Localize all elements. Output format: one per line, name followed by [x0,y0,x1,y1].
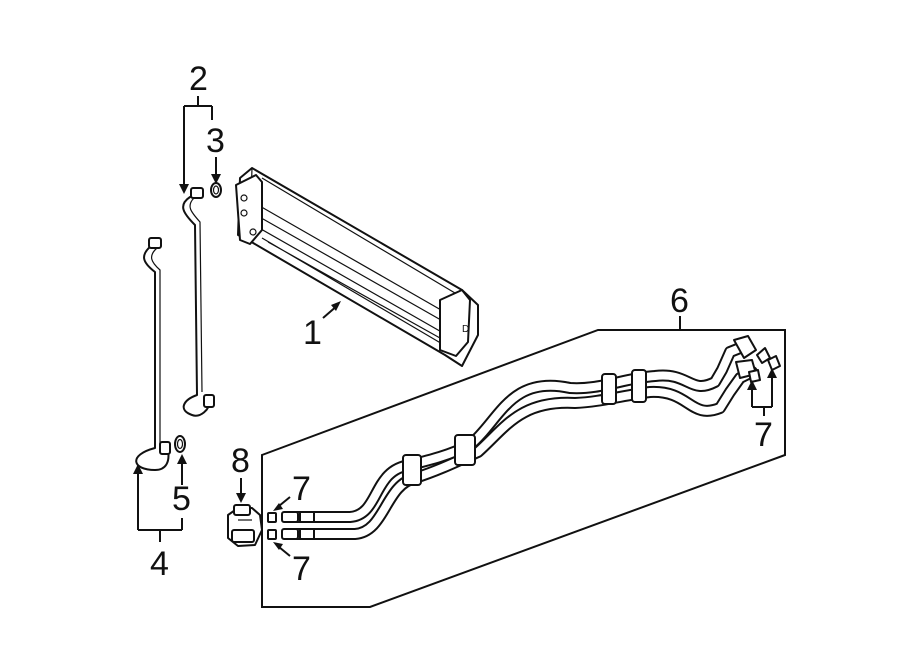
o-ring-3 [210,182,222,198]
connector-8 [227,504,263,547]
callout-5: 5 [172,480,191,518]
cooler-line-upper [182,187,215,417]
callout-8: 8 [231,442,250,480]
svg-text:D: D [462,324,469,335]
leader-lines [133,96,777,557]
seal-7-right [748,355,781,383]
oil-cooler: D [235,167,479,367]
callout-1: 1 [303,314,322,352]
hose-assembly [281,335,771,540]
seal-7-left [267,512,277,540]
callout-7-bottom-left: 7 [292,550,311,588]
callout-7-top-left: 7 [292,470,311,508]
callout-7-right: 7 [754,416,773,454]
o-ring-5 [174,435,186,453]
callout-2: 2 [189,60,208,98]
callout-4: 4 [150,545,169,583]
cooler-line-lower [135,237,171,471]
hose-assembly-frame [261,329,786,608]
callout-6: 6 [670,282,689,320]
callout-3: 3 [206,122,225,160]
